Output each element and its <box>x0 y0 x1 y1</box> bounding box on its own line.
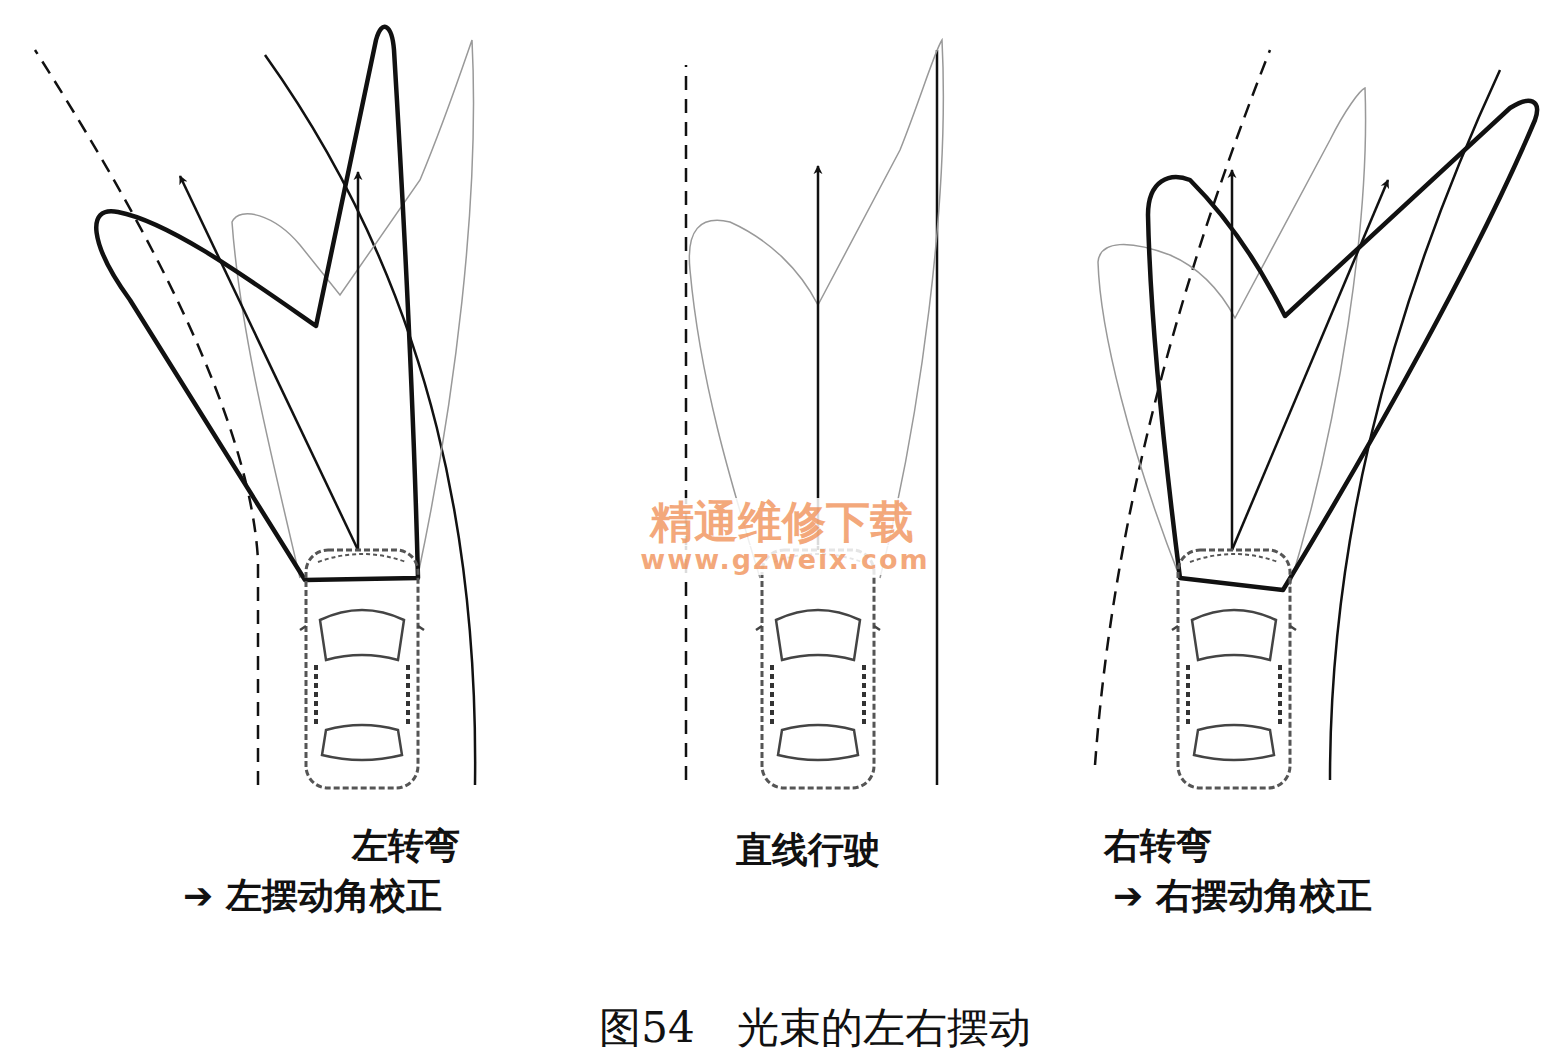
car <box>1172 550 1296 788</box>
right-turn-panel <box>1095 50 1537 788</box>
road-edge-dashed <box>685 65 688 780</box>
straight-panel <box>686 40 943 788</box>
beam-before <box>1098 88 1366 585</box>
beam-arrow <box>180 176 358 550</box>
figure-caption: 图54 光束的左右摆动 <box>599 1005 1030 1051</box>
left-turn-panel <box>35 27 475 788</box>
direction-arrow <box>357 172 360 550</box>
direction-arrow <box>817 166 820 550</box>
panel-note: ➔ 左摆动角校正 <box>183 876 442 916</box>
panel-label: 右转弯 <box>1104 826 1212 866</box>
panel-label: 左转弯 <box>352 826 460 866</box>
beam-corrected <box>1148 101 1537 590</box>
watermark: 精通维修下载 <box>646 498 918 546</box>
car <box>300 550 424 788</box>
watermark-url: www.gzweix.com <box>636 545 933 575</box>
road-edge-dashed <box>1095 50 1270 765</box>
road-edge-dashed <box>35 50 258 785</box>
beam-corrected <box>96 27 418 580</box>
panel-label: 直线行驶 <box>736 830 880 870</box>
road-edge <box>936 50 939 785</box>
beam-arrow <box>1232 180 1388 550</box>
direction-arrow <box>1231 170 1234 550</box>
car <box>756 550 880 788</box>
beam-before <box>232 40 473 578</box>
road-edge <box>1330 70 1500 780</box>
panel-note: ➔ 右摆动角校正 <box>1113 876 1372 916</box>
